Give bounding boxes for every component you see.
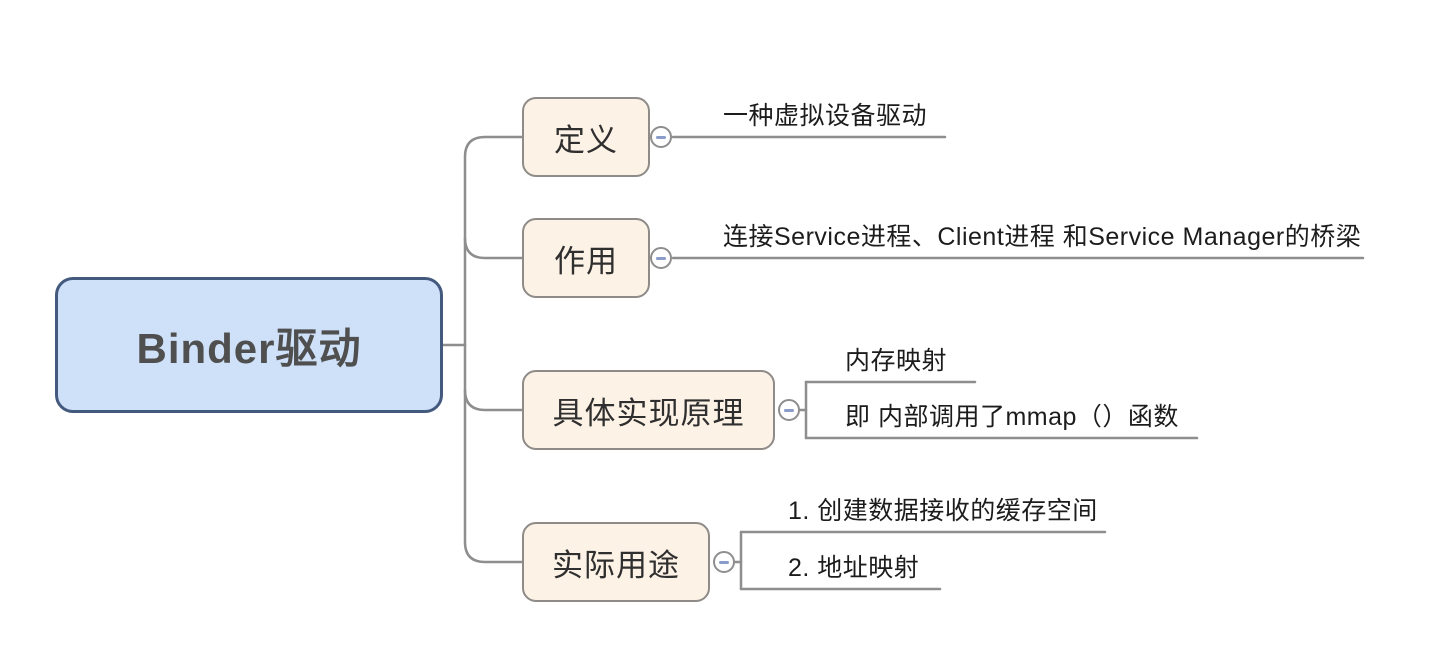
subtopic-mmap-function-call[interactable]: 即 内部调用了mmap（）函数 [845, 403, 1179, 431]
topic-role[interactable]: 作用 [522, 218, 650, 298]
topic-practical-use[interactable]: 实际用途 [522, 522, 710, 602]
topic-definition[interactable]: 定义 [522, 97, 650, 177]
minus-icon [719, 560, 729, 564]
subtopic-bridge-between-processes[interactable]: 连接Service进程、Client进程 和Service Manager的桥梁 [723, 223, 1362, 251]
minus-icon [656, 256, 666, 260]
collapse-button-implementation-principle[interactable] [778, 399, 800, 421]
subtopic-memory-mapping[interactable]: 内存映射 [845, 347, 948, 375]
collapse-button-practical-use[interactable] [713, 551, 735, 573]
root-topic-binder-driver[interactable]: Binder驱动 [55, 277, 443, 413]
topic-implementation-principle[interactable]: 具体实现原理 [522, 370, 775, 450]
collapse-button-definition[interactable] [650, 126, 672, 148]
collapse-button-role[interactable] [650, 247, 672, 269]
subtopic-address-mapping[interactable]: 2. 地址映射 [788, 554, 920, 582]
subtopic-virtual-device-driver[interactable]: 一种虚拟设备驱动 [723, 102, 928, 130]
minus-icon [656, 135, 666, 139]
subtopic-create-receive-buffer[interactable]: 1. 创建数据接收的缓存空间 [788, 497, 1098, 525]
minus-icon [784, 408, 794, 412]
